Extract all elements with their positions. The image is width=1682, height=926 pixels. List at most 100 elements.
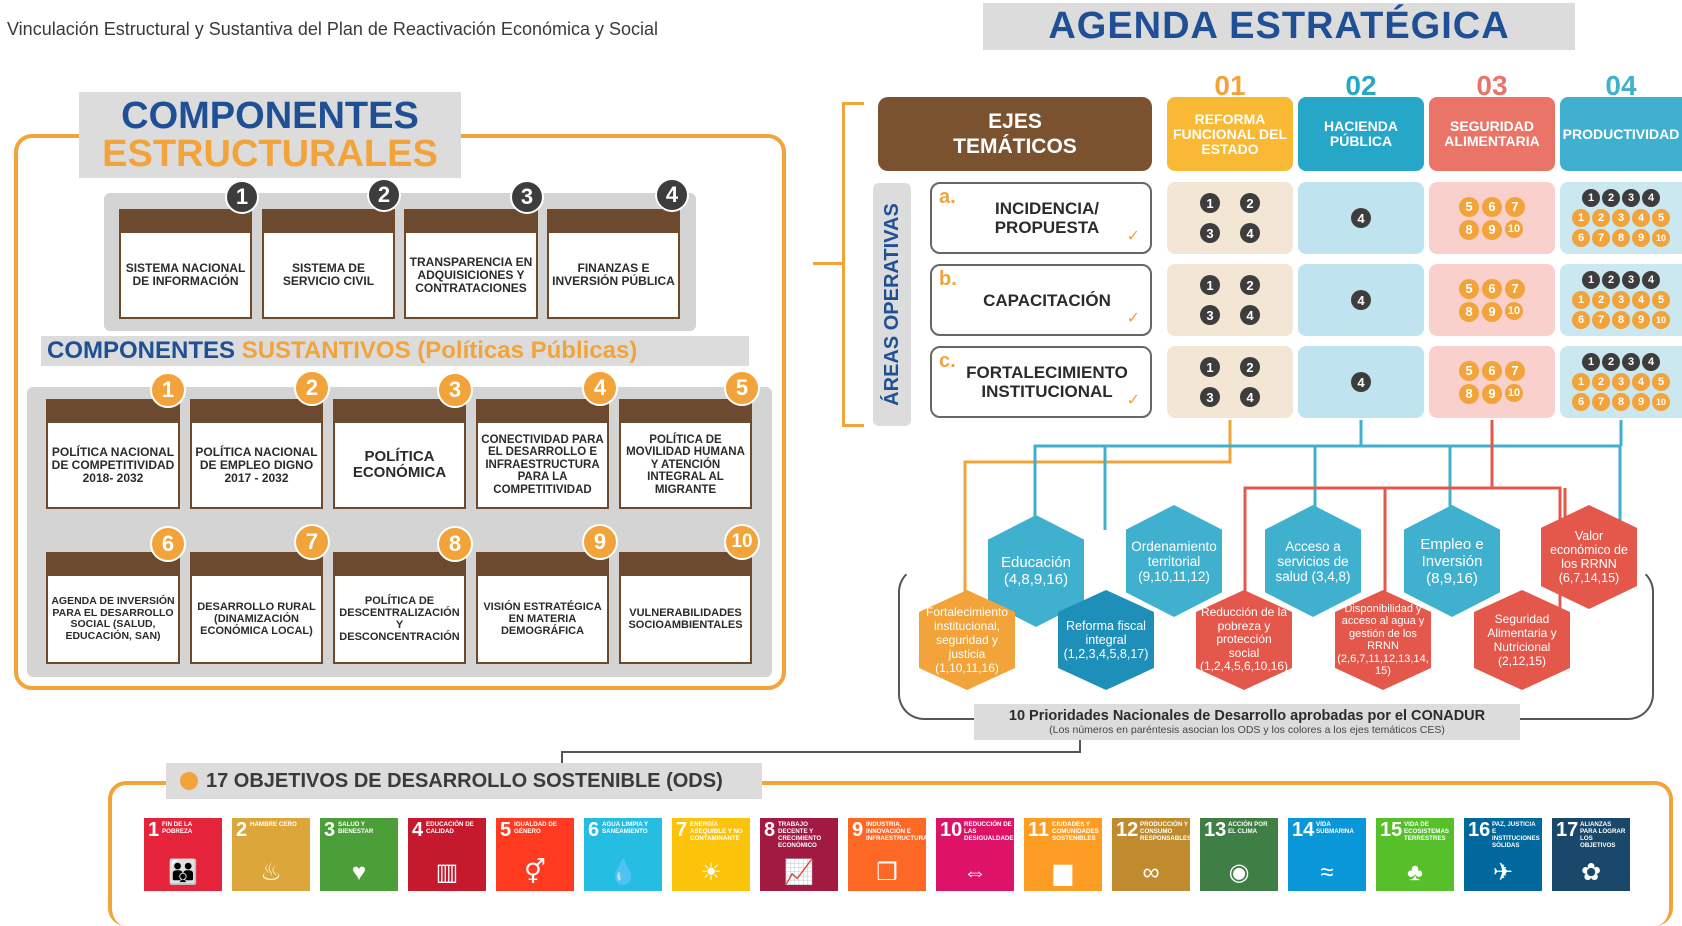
ods-name: INDUSTRIA, INNOVACIÓN E INFRAESTRUCTURA [866,821,928,842]
sustantivo-card-10: VULNERABILIDADES SOCIOAMBIENTALES [619,552,752,664]
ods-number: 16 [1468,819,1491,841]
eje-dot: 8 [1459,219,1479,240]
eje-dot: 1 [1572,291,1590,309]
sustantivo-card-2: POLÍTICA NACIONAL DE EMPLEO DIGNO 2017 -… [190,399,323,509]
area-letter: c. [939,350,956,372]
eje-dot: 3 [1622,353,1640,371]
sustantivo-card-label: POLÍTICA DE MOVILIDAD HUMANA Y ATENCIÓN … [626,433,745,496]
eje-dot: 4 [1642,189,1660,207]
sustantivo-number-7: 7 [294,524,330,560]
infinity-icon: ∞ [1142,859,1160,886]
eye-earth-icon: ◉ [1228,859,1250,886]
tree-icon: ♣ [1407,859,1423,886]
bracket-connector [813,262,843,265]
ods-number: 13 [1204,819,1227,841]
ods-name: FIN DE LA POBREZA [162,821,193,835]
sustantivo-card-label: AGENDA DE INVERSIÓN PARA EL DESARROLLO S… [51,595,175,642]
gender-icon: ⚥ [524,859,546,886]
eje-dot: 1 [1572,209,1590,227]
sustantivo-number-9: 9 [582,524,618,560]
eje-dot: 1 [1572,373,1590,391]
eje-dot: 9 [1632,393,1650,411]
ods-name: PRODUCCIÓN Y CONSUMO RESPONSABLES [1140,821,1192,842]
sustantivo-number-10: 10 [724,524,760,560]
eje-dot: 6 [1572,311,1590,329]
heartbeat-icon: ♥ [351,859,367,886]
eje-dot: 1 [1582,271,1600,289]
estructural-card-label: TRANSPARENCIA EN ADQUISICIONES Y CONTRAT… [409,254,533,295]
eje-dot: 3 [1200,223,1220,243]
eje-dot: 9 [1482,301,1502,322]
fish-icon: ≈ [1320,859,1334,886]
eje-dot: 4 [1240,305,1260,325]
eje-number-03: 03 [1476,70,1508,101]
eje-dot: 4 [1351,290,1371,310]
ods-name: AGUA LIMPIA Y SANEAMIENTO [602,821,649,835]
prioridad-fortalecimiento: Fortalecimiento institucional, seguridad… [919,590,1015,690]
eje-dot: 5 [1652,373,1670,391]
ods-number: 5 [500,819,512,841]
eje-dot: 5 [1652,209,1670,227]
sustantivo-card-label: POLÍTICA DE DESCENTRALIZACIÓN Y DESCONCE… [339,595,460,643]
estructural-card-2: SISTEMA DE SERVICIO CIVIL [262,209,395,319]
area-letter: b. [939,268,957,290]
area-label: CAPACITACIÓN [983,290,1111,310]
cell-b-productividad: 1 2 3 4 1 2 3 4 5 6 7 8 9 10 [1560,264,1682,336]
cell-b-reforma: 1 2 3 4 [1167,264,1293,336]
ods-number: 6 [588,819,600,841]
eje-dot: 3 [1622,271,1640,289]
ods-name: HAMBRE CERO [250,821,297,828]
sustantivo-number-2: 2 [294,370,330,406]
ods-number: 3 [324,819,336,841]
eje-dot: 8 [1612,393,1630,411]
eje-dot: 9 [1632,311,1650,329]
sustantivo-card-label: VULNERABILIDADES SOCIOAMBIENTALES [628,607,743,631]
estructural-number-1: 1 [225,180,259,214]
sustantivo-card-label: POLÍTICA NACIONAL DE COMPETITIVIDAD 2018… [51,444,175,485]
prioridad-ordenamiento: Ordenamiento territorial (9,10,11,12) [1126,505,1222,617]
sustantivos-title-part1: COMPONENTES [47,337,236,364]
cell-a-reforma: 1 2 3 4 [1167,182,1293,254]
equality-icon: ⇔ [963,859,987,886]
sustantivo-card-7: DESARROLLO RURAL (DINAMIZACIÓN ECONÓMICA… [190,552,323,664]
sustantivo-number-8: 8 [437,526,473,562]
cubes-icon: ❒ [876,859,898,886]
eje-dot: 4 [1632,209,1650,227]
eje-dot: 4 [1632,291,1650,309]
eje-dot: 10 [1505,219,1523,238]
eje-dot: 2 [1240,275,1260,295]
diagram-title: Vinculación Estructural y Sustantiva del… [7,19,659,39]
eje-dot: 4 [1351,208,1371,228]
eje-dot: 2 [1602,353,1620,371]
ejes-tematicos-box: EJES TEMÁTICOS [878,97,1152,171]
estructural-card-label: SISTEMA NACIONAL DE INFORMACIÓN [125,261,246,288]
estructural-card-label: SISTEMA DE SERVICIO CIVIL [282,261,375,288]
sustantivos-title: COMPONENTES SUSTANTIVOS (Políticas Públi… [41,336,749,366]
eje-dot: 3 [1200,387,1220,407]
eje-dot: 2 [1240,357,1260,377]
eje-dot: 8 [1612,229,1630,247]
eje-number-01: 01 [1214,70,1246,101]
ejes-line2: TEMÁTICOS [953,135,1077,158]
area-capacitacion: b. CAPACITACIÓN ✓ [930,264,1152,336]
area-letter: a. [939,186,956,208]
eje-dot: 9 [1482,219,1502,240]
cell-c-productividad: 1 2 3 4 1 2 3 4 5 6 7 8 9 10 [1560,346,1682,418]
eje-dot: 3 [1612,373,1630,391]
eje-dot: 5 [1459,278,1479,299]
sustantivo-number-6: 6 [150,526,186,562]
eje-dot: 3 [1200,305,1220,325]
eje-dot: 3 [1612,209,1630,227]
eje-dot: 6 [1572,393,1590,411]
ods-number: 15 [1380,819,1403,841]
